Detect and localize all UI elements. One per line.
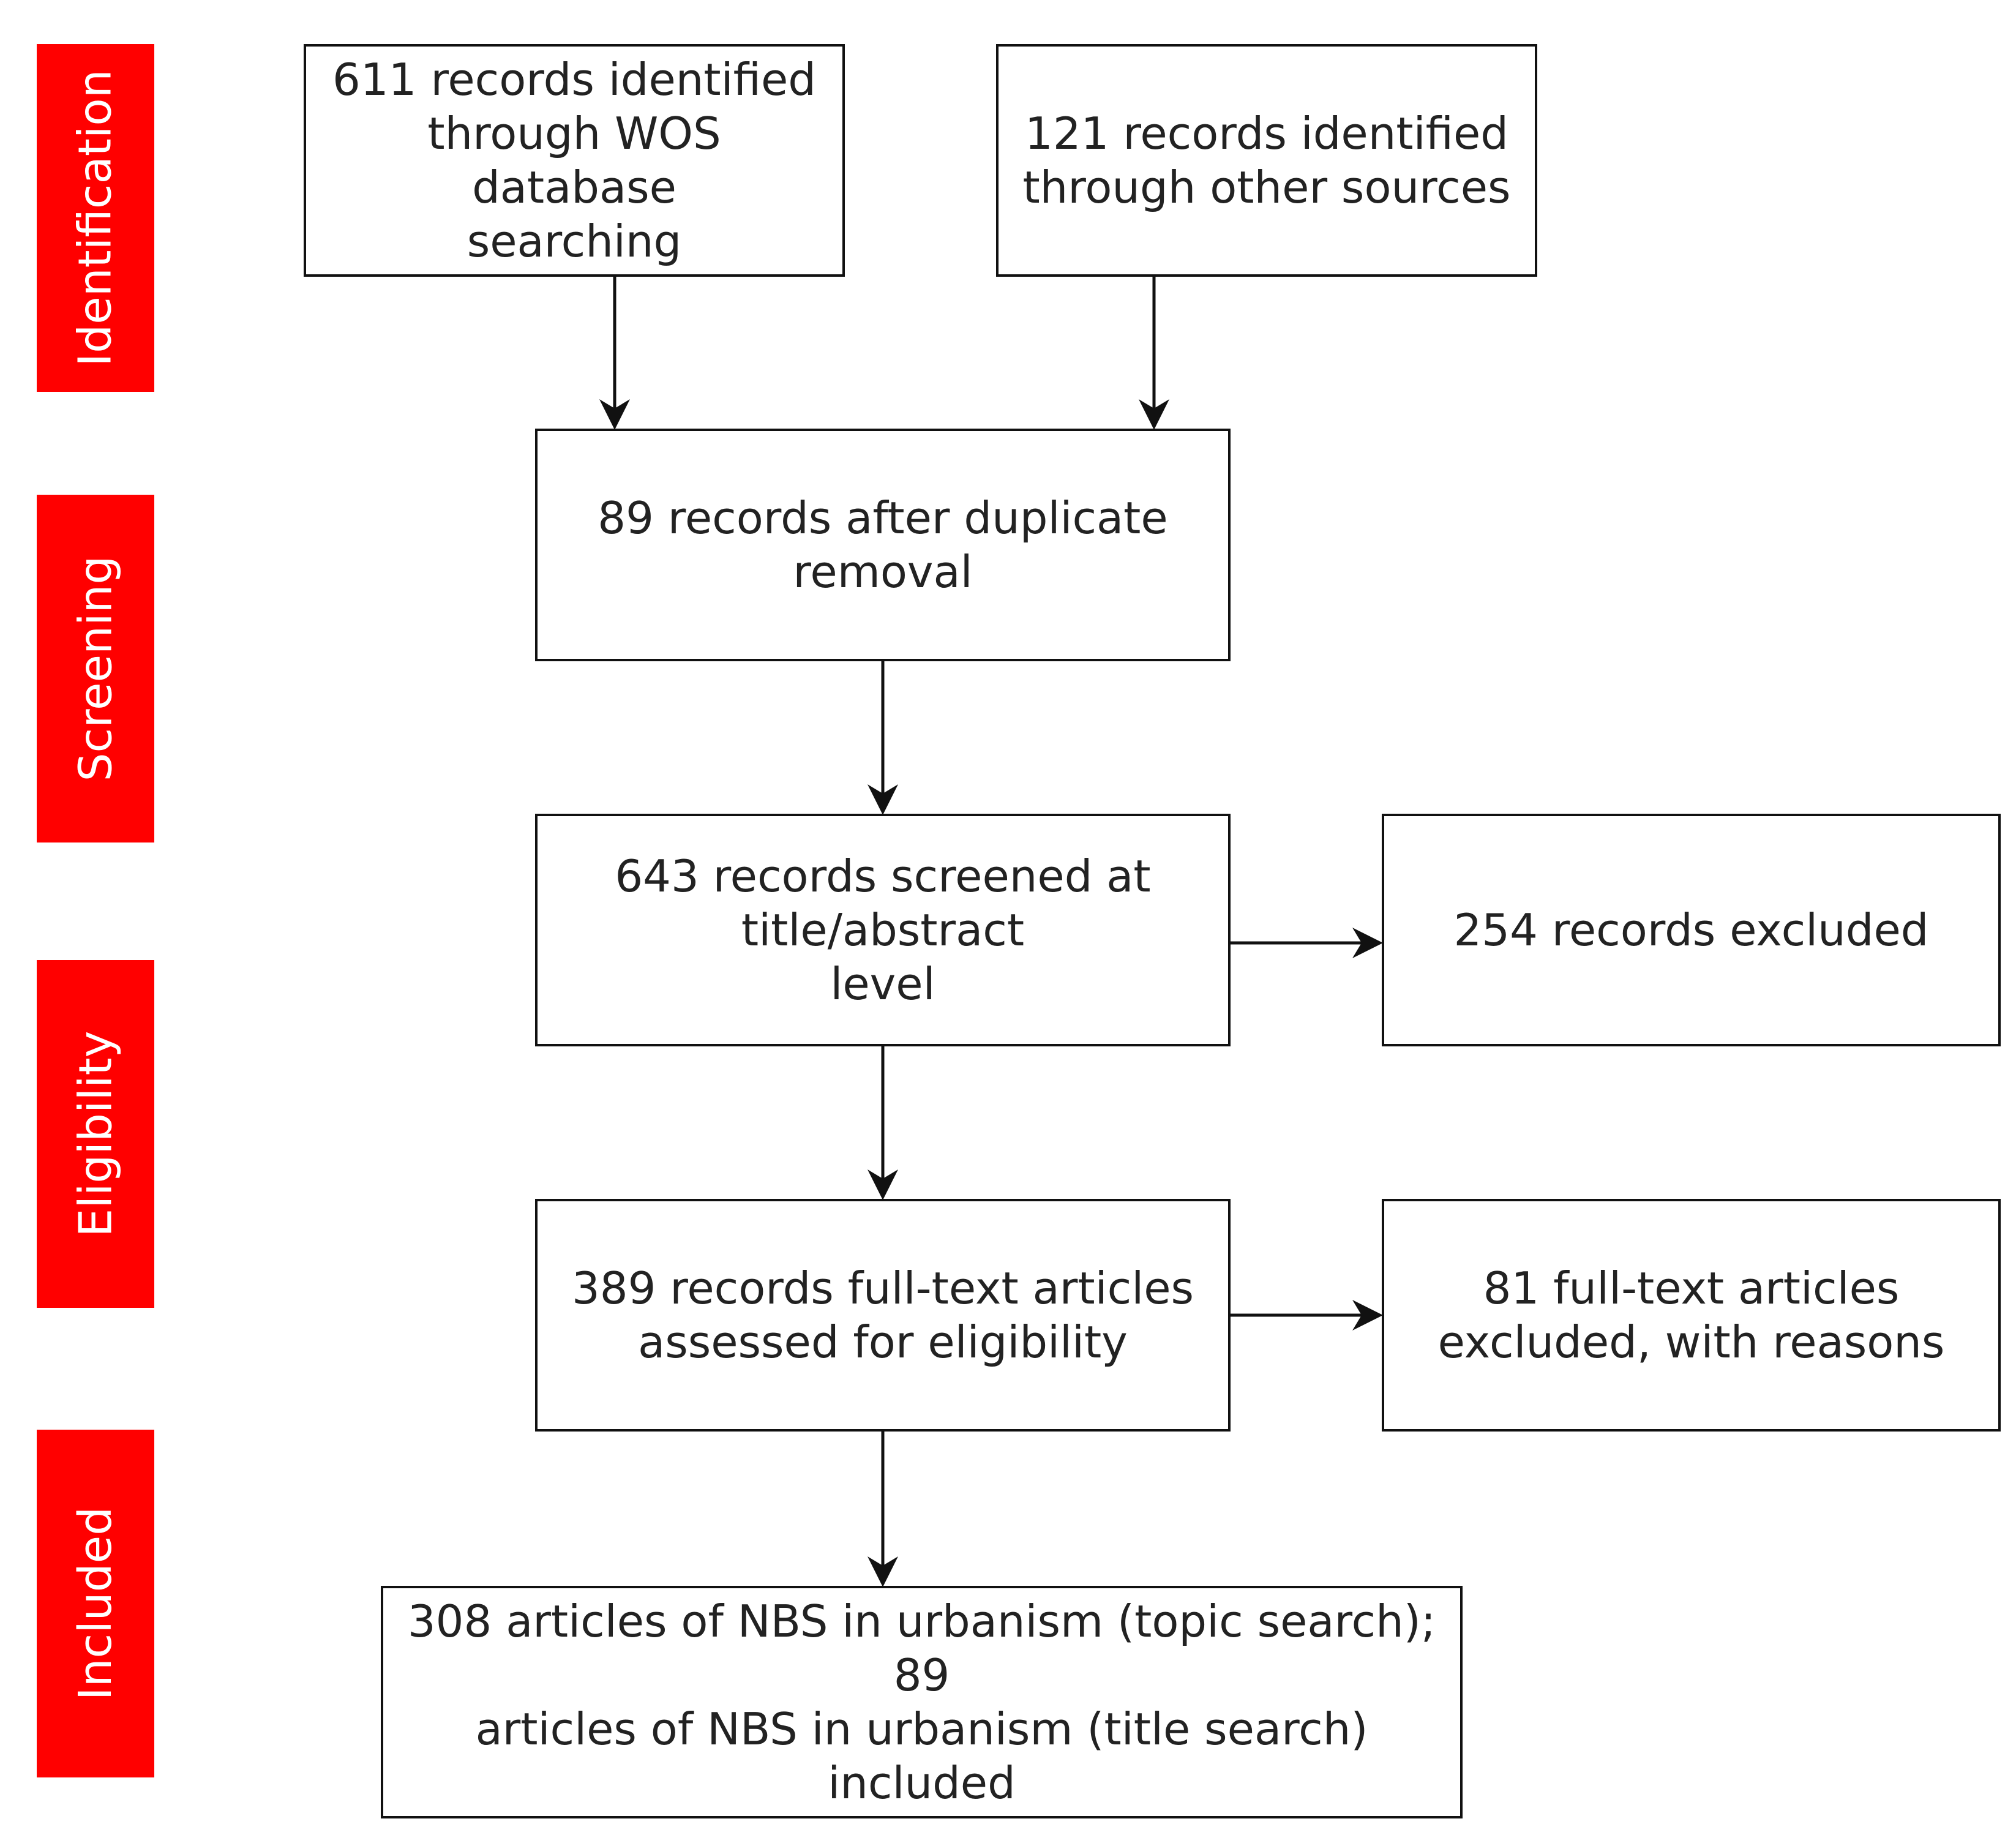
box-included: 308 articles of NBS in urbanism (topic s… (381, 1586, 1463, 1818)
stage-screening: Screening (37, 495, 154, 842)
stage-identification: Identification (37, 44, 154, 392)
box-wos-records-text: 611 records identified through WOS datab… (332, 54, 816, 267)
box-screened: 643 records screened at title/abstract l… (535, 814, 1231, 1046)
stage-included: Included (37, 1430, 154, 1777)
box-full-text-excluded: 81 full-text articles excluded, with rea… (1382, 1199, 2001, 1432)
box-screened-text: 643 records screened at title/abstract l… (615, 850, 1151, 1010)
box-full-text-excluded-text: 81 full-text articles excluded, with rea… (1437, 1263, 1945, 1368)
box-excluded-text: 254 records excluded (1453, 904, 1929, 956)
box-after-duplicates: 89 records after duplicate removal (535, 429, 1231, 661)
box-excluded: 254 records excluded (1382, 814, 2001, 1046)
stage-eligibility: Eligibility (37, 960, 154, 1308)
box-wos-records: 611 records identified through WOS datab… (304, 44, 845, 277)
box-full-text-text: 389 records full-text articles assessed … (571, 1263, 1194, 1368)
box-full-text: 389 records full-text articles assessed … (535, 1199, 1231, 1432)
box-other-records-text: 121 records identified through other sou… (1022, 108, 1511, 213)
box-after-duplicates-text: 89 records after duplicate removal (598, 492, 1168, 598)
box-other-records: 121 records identified through other sou… (996, 44, 1537, 277)
box-included-text: 308 articles of NBS in urbanism (topic s… (407, 1596, 1436, 1809)
